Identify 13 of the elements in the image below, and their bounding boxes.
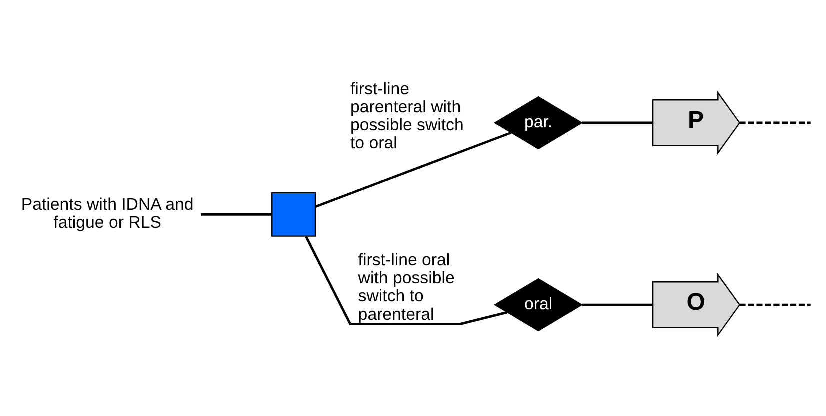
- connector: [740, 122, 811, 124]
- connector: [201, 213, 272, 216]
- edge-label: first-line oral with possible switch to parenteral: [358, 250, 455, 324]
- edge-label: first-line parenteral with possible switch to oral: [350, 79, 464, 153]
- node-diamond: oral: [494, 278, 584, 332]
- node-box: [272, 192, 316, 237]
- node-text: Patients with IDNA and fatigue or RLS: [21, 195, 194, 232]
- connector: [740, 304, 811, 306]
- connector: [315, 132, 512, 208]
- node-diamond: par.: [494, 96, 584, 150]
- connector: [305, 236, 508, 326]
- connector: [582, 304, 653, 306]
- connector: [582, 122, 653, 124]
